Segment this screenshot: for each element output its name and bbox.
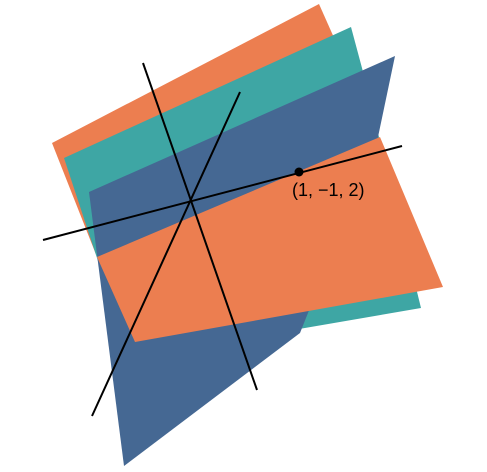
intersection-line-1 — [42, 145, 403, 241]
intersection-line-2 — [142, 62, 258, 391]
point-marker — [294, 167, 304, 177]
orange-plane-front — [97, 137, 443, 342]
intersection-line-3 — [91, 91, 241, 417]
point-label: (1, −1, 2) — [292, 180, 365, 200]
